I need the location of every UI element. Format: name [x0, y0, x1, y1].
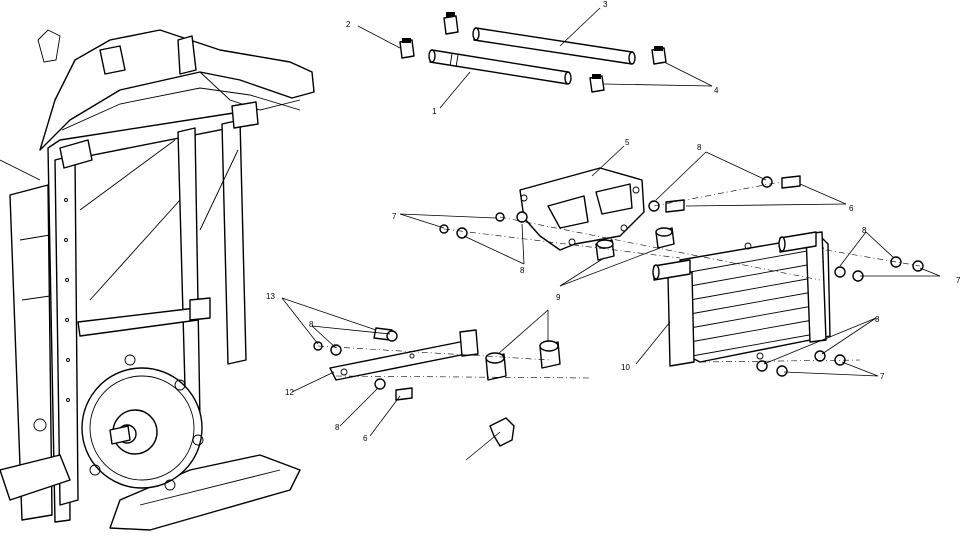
callout-6: 6 — [363, 434, 368, 443]
callout-1: 1 — [432, 107, 437, 116]
hardware-fasteners — [313, 175, 924, 401]
callout-labels: 2 3 1 4 5 8 6 7 8 8 7 9 8 10 7 13 8 12 8… — [266, 0, 961, 443]
rubber-isolators — [485, 227, 675, 381]
callout-7: 7 — [392, 212, 397, 221]
leader-lines — [281, 7, 941, 461]
callout-13: 13 — [266, 292, 275, 301]
cooler-mount-bracket — [519, 167, 645, 251]
callout-12: 12 — [285, 388, 294, 397]
callout-10: 10 — [621, 363, 630, 372]
callout-7: 7 — [880, 372, 885, 381]
callout-8: 8 — [309, 320, 314, 329]
callout-7: 7 — [956, 276, 961, 285]
vehicle-frame — [0, 29, 315, 531]
lower-support-bracket — [329, 327, 479, 381]
callout-8: 8 — [875, 315, 880, 324]
hose-clip — [489, 417, 515, 447]
callout-6: 6 — [849, 204, 854, 213]
drive-pulley — [33, 354, 204, 491]
hose-clamps — [399, 12, 667, 93]
callout-8: 8 — [520, 266, 525, 275]
callout-8: 8 — [862, 226, 867, 235]
oil-cooler — [652, 231, 831, 367]
callout-2: 2 — [346, 20, 351, 29]
callout-4: 4 — [714, 86, 719, 95]
oil-hoses — [428, 27, 636, 85]
callout-3: 3 — [603, 0, 608, 9]
callout-5: 5 — [625, 138, 630, 147]
assembly-center-lines — [317, 181, 921, 379]
callout-8: 8 — [697, 143, 702, 152]
callout-9: 9 — [556, 293, 561, 302]
callout-8: 8 — [335, 423, 340, 432]
